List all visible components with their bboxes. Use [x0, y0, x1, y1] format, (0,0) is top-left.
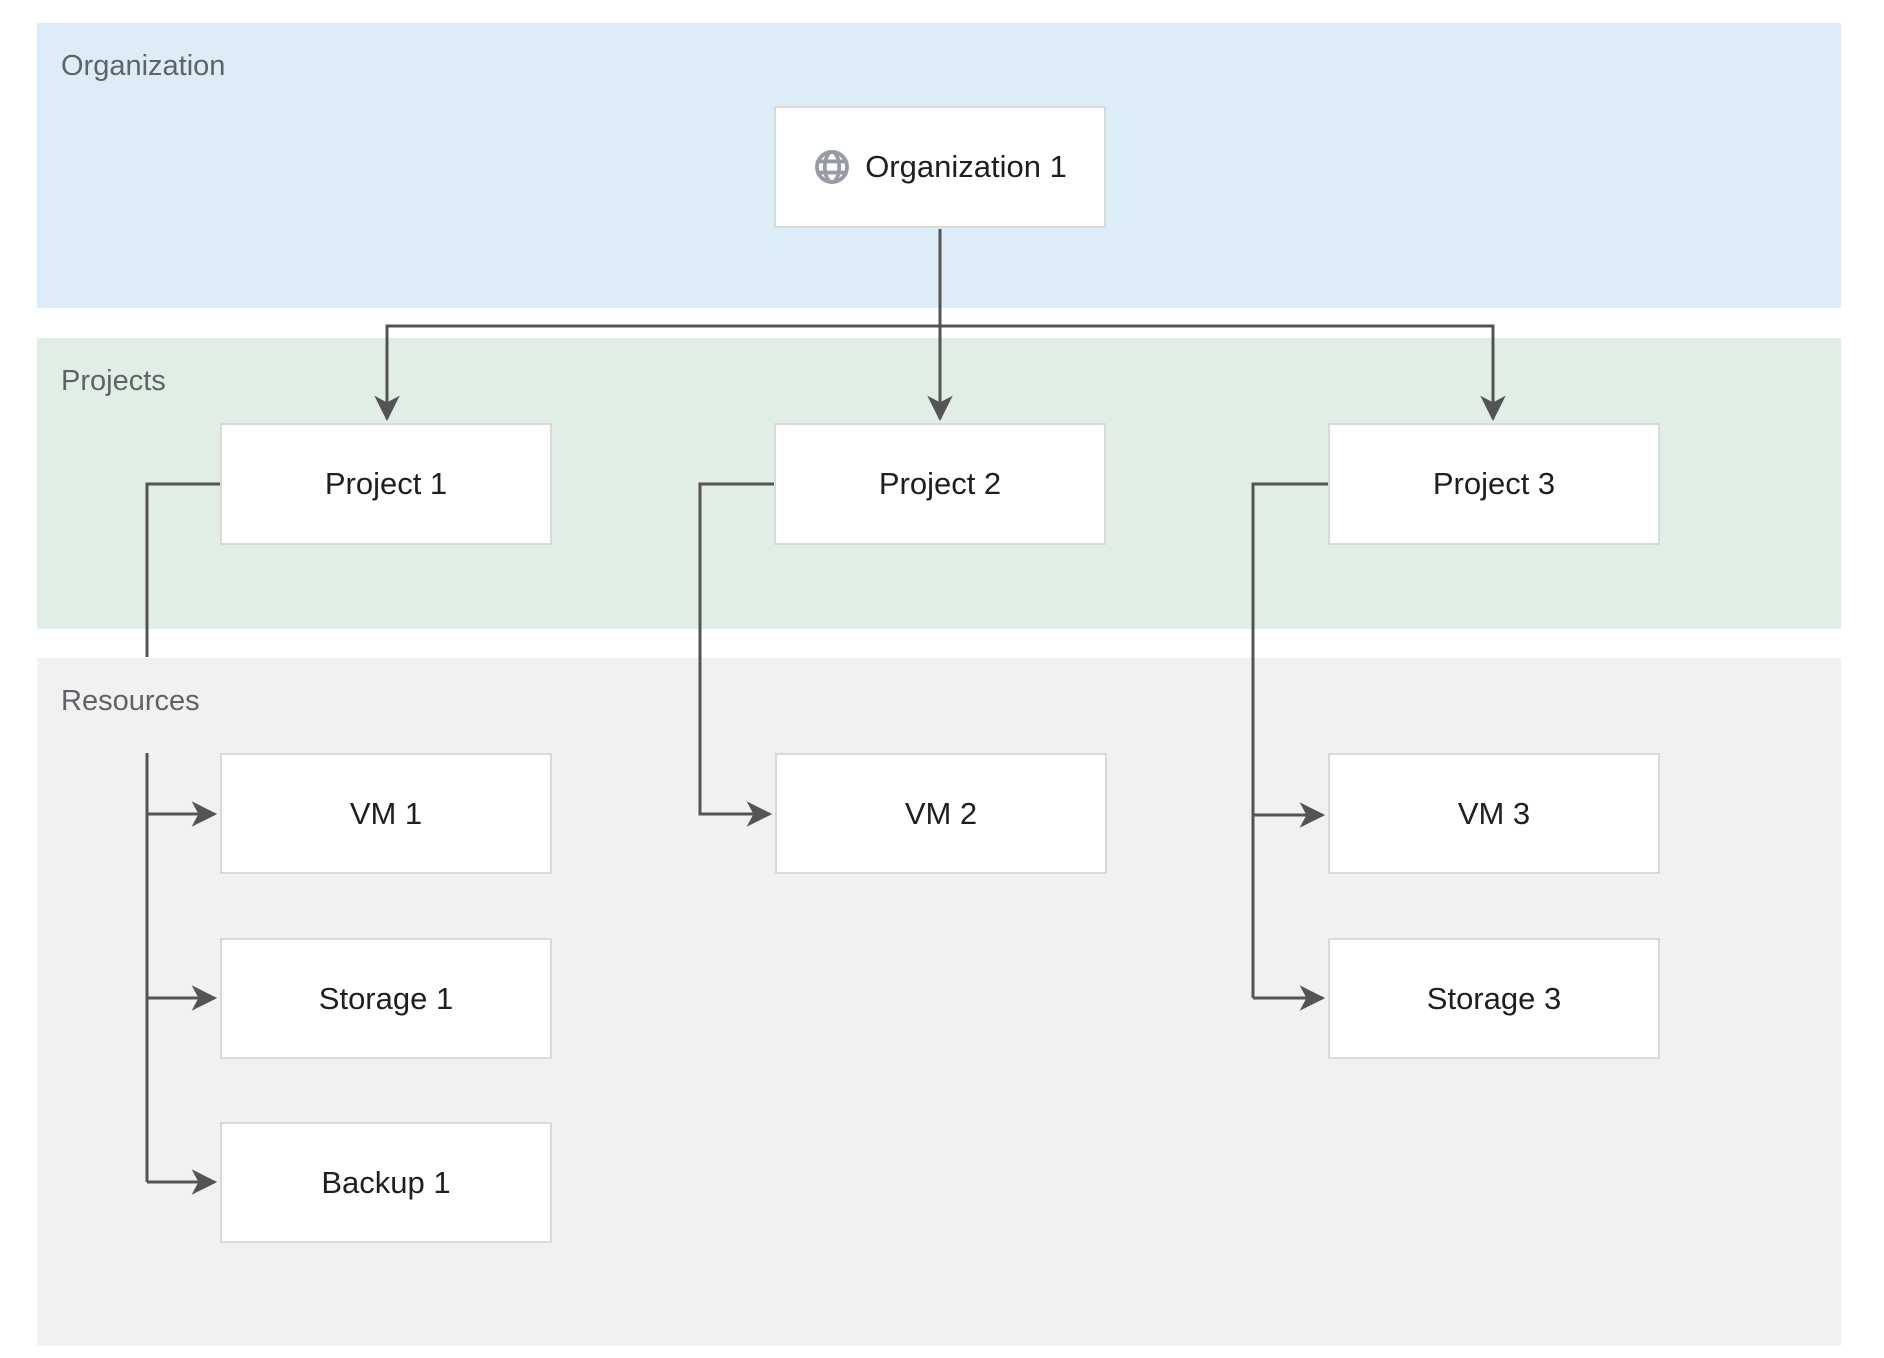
- node-label-vm-1: VM 1: [349, 795, 423, 831]
- node-project-2: Project 2: [774, 423, 1106, 545]
- node-label-project-3: Project 3: [1432, 466, 1556, 501]
- node-label-backup-1: Backup 1: [321, 1164, 451, 1200]
- band-label-resources: Resources: [61, 685, 200, 717]
- node-project-1: Project 1: [220, 423, 552, 545]
- node-storage-3: Storage 3: [1328, 938, 1660, 1059]
- band-label-projects: Projects: [61, 365, 166, 397]
- node-label-organization-1: Organization 1: [865, 149, 1067, 184]
- node-organization-1: Organization 1: [774, 106, 1106, 228]
- node-label-storage-1: Storage 1: [318, 980, 454, 1016]
- node-storage-1: Storage 1: [220, 938, 552, 1059]
- globe-icon: [813, 148, 851, 186]
- node-label-vm-2: VM 2: [904, 795, 978, 831]
- node-backup-1: Backup 1: [220, 1122, 552, 1243]
- node-vm-1: VM 1: [220, 753, 552, 874]
- node-vm-3: VM 3: [1328, 753, 1660, 874]
- node-label-vm-3: VM 3: [1457, 795, 1531, 831]
- node-label-project-2: Project 2: [878, 466, 1002, 501]
- band-label-organization: Organization: [61, 50, 226, 82]
- node-project-3: Project 3: [1328, 423, 1660, 545]
- node-vm-2: VM 2: [775, 753, 1107, 874]
- node-label-project-1: Project 1: [324, 466, 448, 501]
- node-label-storage-3: Storage 3: [1426, 980, 1562, 1016]
